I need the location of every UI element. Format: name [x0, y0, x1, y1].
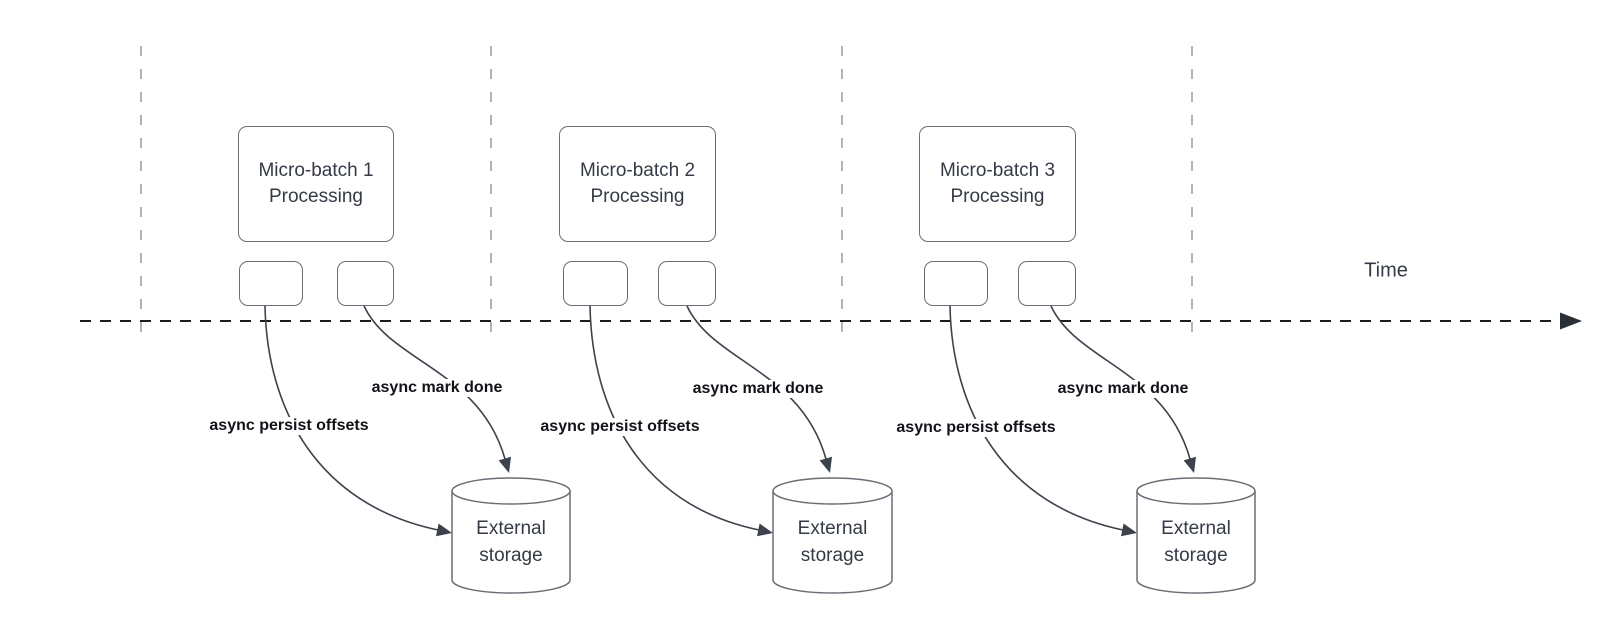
micro-batch-1-box: Micro-batch 1 Processing — [238, 126, 394, 242]
external-storage-cylinder — [772, 477, 893, 594]
time-axis-arrowhead — [1560, 312, 1582, 330]
external-storage-label: External storage — [476, 518, 546, 566]
mark-done-task-box — [1018, 261, 1076, 306]
persist-offsets-arrowhead — [757, 523, 773, 537]
persist-offsets-task-box — [924, 261, 988, 306]
mark-done-arrowhead — [498, 456, 511, 473]
mark-done-arrowhead — [819, 456, 832, 473]
external-storage-cylinder — [1136, 477, 1256, 594]
external-storage-label: External storage — [797, 518, 868, 566]
mark-done-arrow-label: async mark done — [1054, 380, 1192, 398]
persist-offsets-arrow-label: async persist offsets — [206, 417, 372, 435]
time-axis-label: Time — [1364, 259, 1408, 282]
mark-done-arrow — [686, 305, 827, 460]
external-storage-label: External storage — [1161, 518, 1231, 566]
mark-done-task-box — [337, 261, 394, 306]
external-storage-cylinder — [451, 477, 571, 594]
mark-done-arrow-label: async mark done — [689, 380, 827, 398]
persist-offsets-arrow-label: async persist offsets — [537, 418, 703, 436]
persist-offsets-arrow — [589, 305, 760, 531]
persist-offsets-arrow-label: async persist offsets — [893, 419, 1059, 437]
persist-offsets-arrow — [949, 305, 1124, 531]
mark-done-arrow — [363, 305, 506, 460]
persist-offsets-arrowhead — [1121, 523, 1137, 537]
mark-done-task-box — [658, 261, 716, 306]
mark-done-arrow — [1050, 305, 1191, 460]
persist-offsets-task-box — [563, 261, 628, 306]
persist-offsets-task-box — [239, 261, 303, 306]
micro-batch-2-box: Micro-batch 2 Processing — [559, 126, 716, 242]
persist-offsets-arrow — [264, 305, 439, 531]
mark-done-arrow-label: async mark done — [368, 379, 506, 397]
mark-done-arrowhead — [1183, 456, 1196, 473]
micro-batch-3-box: Micro-batch 3 Processing — [919, 126, 1076, 242]
persist-offsets-arrowhead — [436, 523, 452, 537]
